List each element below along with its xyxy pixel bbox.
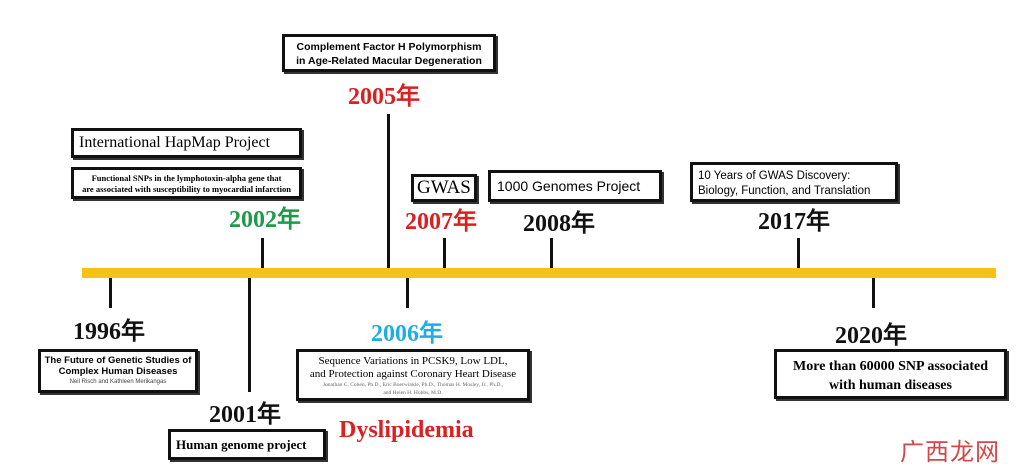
year-2001: 2001年: [209, 402, 281, 428]
future-authors: Neil Risch and Kathleen Merikangas: [69, 379, 167, 385]
gwas-label: GWAS: [417, 177, 471, 198]
genomes-label: 1000 Genomes Project: [497, 178, 641, 194]
tick-2006: [406, 278, 409, 308]
tick-2020: [872, 278, 875, 308]
tick-2007: [443, 238, 446, 268]
year-1996: 1996年: [73, 319, 145, 345]
human-genome-label: Human genome project: [176, 437, 307, 452]
snp-60000-line1: More than 60000 SNP associated: [793, 359, 988, 374]
snps-line2: are associated with susceptibility to my…: [82, 184, 291, 194]
year-2008: 2008年: [523, 211, 595, 237]
tick-2001: [248, 278, 251, 392]
human-genome-box: Human genome project: [168, 429, 326, 460]
snp-60000-line2: with human diseases: [829, 378, 952, 393]
year-2007: 2007年: [405, 209, 477, 235]
pcsk9-line1: Sequence Variations in PCSK9, Low LDL,: [318, 355, 508, 367]
hapmap-label: International HapMap Project: [79, 134, 271, 151]
pcsk9-authors1: Jonathan C. Cohen, Ph.D., Eric Boerwinkl…: [322, 382, 504, 388]
gwas-box: GWAS: [411, 174, 477, 202]
pcsk9-box: Sequence Variations in PCSK9, Low LDL, a…: [296, 349, 530, 401]
snps-box: Functional SNPs in the lymphotoxin-alpha…: [71, 167, 302, 199]
year-2020: 2020年: [835, 323, 907, 349]
gwas-discovery-line2: Biology, Function, and Translation: [698, 185, 871, 197]
complement-factor-box: Complement Factor H Polymorphism in Age-…: [282, 34, 496, 72]
snp-60000-box: More than 60000 SNP associated with huma…: [774, 349, 1007, 399]
dyslipidemia-label: Dyslipidemia: [339, 417, 474, 443]
complement-line2: in Age-Related Macular Degeneration: [296, 55, 482, 67]
hapmap-box: International HapMap Project: [71, 128, 302, 158]
genomes-box: 1000 Genomes Project: [488, 170, 662, 202]
future-line1: The Future of Genetic Studies of: [44, 355, 192, 366]
year-2006: 2006年: [371, 321, 443, 347]
snps-line1: Functional SNPs in the lymphotoxin-alpha…: [91, 173, 282, 183]
gwas-discovery-line1: 10 Years of GWAS Discovery:: [698, 170, 851, 182]
year-2005: 2005年: [348, 84, 420, 110]
tick-2002: [261, 238, 264, 268]
year-2002: 2002年: [229, 207, 301, 233]
future-genetics-box: The Future of Genetic Studies of Complex…: [38, 349, 198, 393]
year-2017: 2017年: [758, 209, 830, 235]
timeline-bar: [82, 268, 996, 278]
pcsk9-line2: and Protection against Coronary Heart Di…: [309, 368, 517, 380]
watermark: 广西龙网: [900, 438, 1000, 466]
tick-1996: [109, 278, 112, 308]
complement-line1: Complement Factor H Polymorphism: [296, 41, 482, 53]
tick-2017: [797, 238, 800, 268]
tick-2008: [550, 238, 553, 268]
future-line2: Complex Human Diseases: [58, 366, 178, 377]
gwas-discovery-box: 10 Years of GWAS Discovery: Biology, Fun…: [690, 162, 898, 202]
tick-2005: [387, 114, 390, 268]
pcsk9-authors2: and Helen H. Hobbs, M.D.: [383, 390, 443, 396]
